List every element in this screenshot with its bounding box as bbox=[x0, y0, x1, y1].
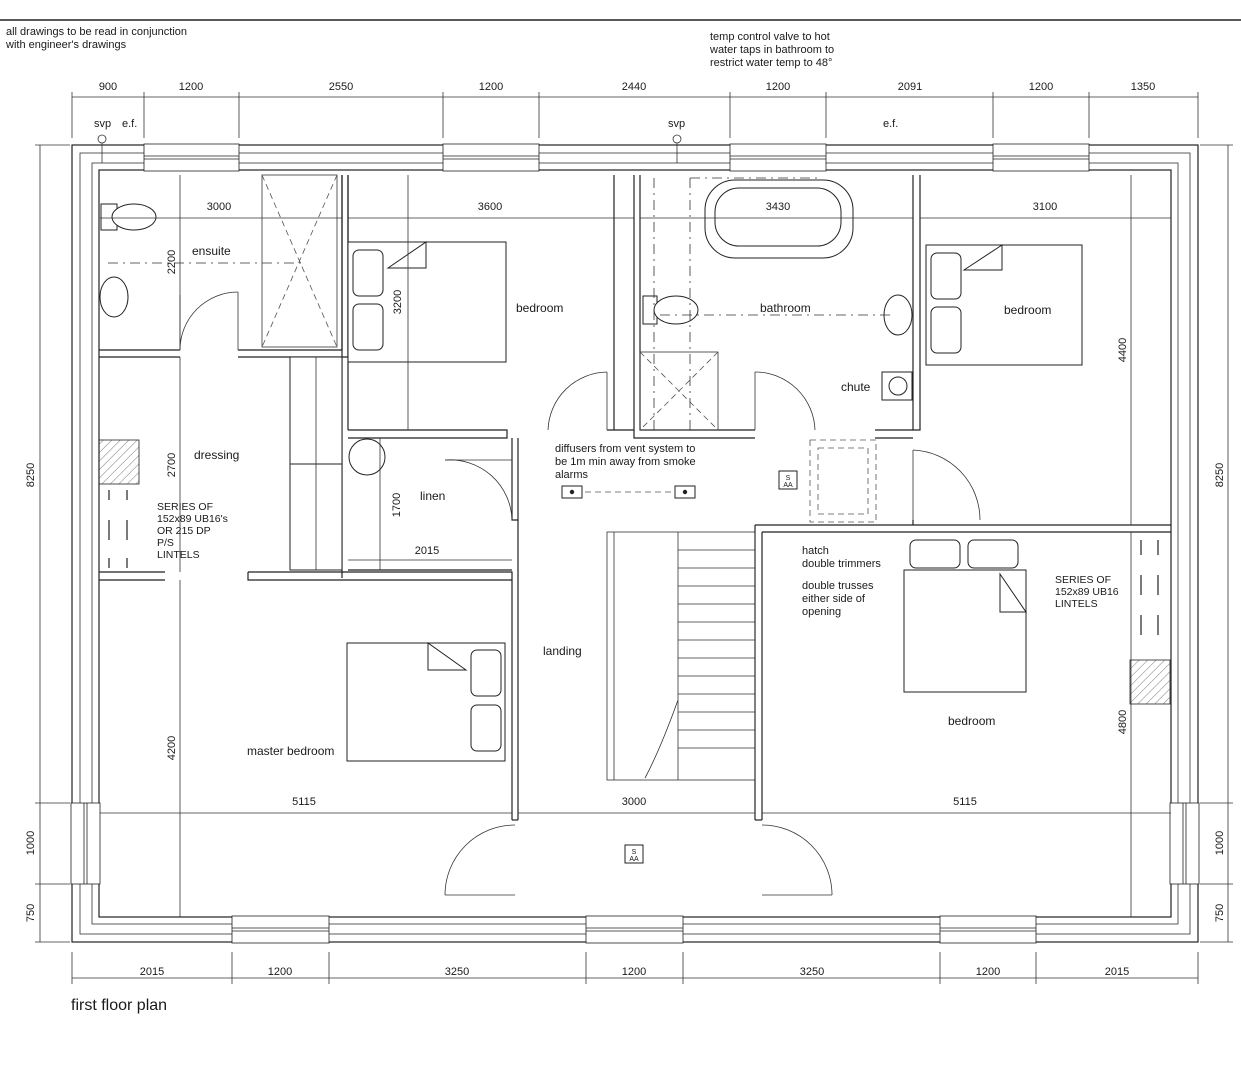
dim-bedroom-ne-h: 4400 bbox=[1117, 338, 1129, 362]
right-dim-1: 8250 bbox=[1214, 463, 1226, 487]
room-chute: chute bbox=[841, 380, 871, 394]
svp-markers: svp e.f. svp e.f. bbox=[94, 118, 898, 163]
left-dim-3: 750 bbox=[25, 904, 37, 922]
hatch-note: hatch double trimmers bbox=[802, 545, 881, 570]
smoke-alarm-letter-top-2: S bbox=[632, 849, 637, 856]
dim-bedroom-nw-w: 3600 bbox=[478, 201, 502, 213]
top-dim-5: 2440 bbox=[622, 81, 646, 93]
left-dim-1: 8250 bbox=[25, 463, 37, 487]
room-landing: landing bbox=[543, 644, 582, 658]
top-dim-8: 1200 bbox=[1029, 81, 1053, 93]
bed-master bbox=[346, 642, 506, 762]
windows bbox=[70, 143, 1200, 944]
dim-ensuite-w: 3000 bbox=[207, 201, 231, 213]
dim-ensuite-h: 2200 bbox=[166, 250, 178, 274]
top-dim-3: 2550 bbox=[329, 81, 353, 93]
vent-diffusers bbox=[561, 485, 696, 499]
dim-master-w: 5115 bbox=[292, 796, 316, 808]
lintel-marks-left bbox=[108, 490, 128, 568]
ef-label-right: e.f. bbox=[883, 118, 898, 130]
top-dim-4: 1200 bbox=[479, 81, 503, 93]
room-dressing: dressing bbox=[194, 448, 239, 462]
bottom-dim-5: 3250 bbox=[800, 966, 824, 978]
left-dimension-line: 8250 1000 750 bbox=[25, 144, 70, 943]
left-dim-2: 1000 bbox=[25, 831, 37, 855]
room-linen: linen bbox=[420, 489, 445, 503]
bed-nw bbox=[347, 241, 507, 363]
pier-left-hatch bbox=[98, 439, 140, 485]
top-dimension-line: 900 1200 2550 1200 2440 1200 2091 1200 1… bbox=[71, 81, 1199, 138]
drawing-caption: first floor plan bbox=[71, 997, 168, 1014]
dim-landing-w: 3000 bbox=[622, 796, 646, 808]
room-ensuite: ensuite bbox=[192, 244, 231, 258]
lintels-left-note: SERIES OF 152x89 UB16's OR 215 DP P/S LI… bbox=[157, 501, 228, 561]
bottom-dim-4: 1200 bbox=[622, 966, 646, 978]
top-dim-9: 1350 bbox=[1131, 81, 1155, 93]
svp-label-centre: svp bbox=[668, 118, 685, 130]
dim-dressing-h: 2700 bbox=[166, 453, 178, 477]
top-dim-7: 2091 bbox=[898, 81, 922, 93]
smoke-alarm-icon: S AA S AA bbox=[624, 470, 798, 864]
lintels-right-note: SERIES OF 152x89 UB16 LINTELS bbox=[1055, 574, 1119, 610]
svp-label-left: svp bbox=[94, 118, 111, 130]
right-dim-2: 1000 bbox=[1214, 831, 1226, 855]
room-bedroom-nw: bedroom bbox=[516, 301, 563, 315]
bottom-dimension-line: 2015 1200 3250 1200 3250 1200 2015 bbox=[71, 952, 1199, 984]
top-dim-1: 900 bbox=[99, 81, 117, 93]
centre-lines bbox=[108, 177, 890, 493]
pier-right-hatch bbox=[1129, 659, 1171, 705]
bottom-dim-7: 2015 bbox=[1105, 966, 1129, 978]
right-dim-3: 750 bbox=[1214, 904, 1226, 922]
right-dimension-line: 8250 1000 750 bbox=[1200, 144, 1233, 943]
room-bathroom: bathroom bbox=[760, 301, 811, 315]
bed-ne bbox=[925, 244, 1083, 366]
trusses-note: double trusses either side of opening bbox=[802, 580, 874, 618]
dim-linen-h: 1700 bbox=[391, 493, 403, 517]
dim-bedroom-ne-w: 3100 bbox=[1033, 201, 1057, 213]
top-dim-6: 1200 bbox=[766, 81, 790, 93]
smoke-alarm-letter-top: S bbox=[786, 475, 791, 482]
bottom-dim-2: 1200 bbox=[268, 966, 292, 978]
bottom-dim-3: 3250 bbox=[445, 966, 469, 978]
dim-bathroom-w: 3430 bbox=[766, 201, 790, 213]
dim-master-h: 4200 bbox=[166, 736, 178, 760]
room-bedroom-ne: bedroom bbox=[1004, 303, 1051, 317]
dim-bedroom-se-h: 4800 bbox=[1117, 710, 1129, 734]
smoke-alarm-letter-bottom-2: AA bbox=[629, 856, 639, 863]
dim-bedroom-se-w: 5115 bbox=[953, 796, 977, 808]
bottom-dim-6: 1200 bbox=[976, 966, 1000, 978]
staircase bbox=[606, 531, 756, 781]
valve-note: temp control valve to hot water taps in … bbox=[710, 31, 835, 69]
internal-dimension-lines bbox=[100, 175, 1171, 917]
dim-bedroom-nw-h: 3200 bbox=[392, 290, 404, 314]
smoke-alarm-letter-bottom: AA bbox=[783, 482, 793, 489]
room-master-bedroom: master bedroom bbox=[247, 744, 334, 758]
dim-linen-w: 2015 bbox=[415, 545, 439, 557]
lintel-marks-right bbox=[1140, 540, 1159, 635]
general-note: all drawings to be read in conjunction w… bbox=[6, 26, 188, 51]
bed-se bbox=[903, 539, 1027, 693]
diffusers-note: diffusers from vent system to be 1m min … bbox=[555, 443, 696, 481]
bottom-dim-1: 2015 bbox=[140, 966, 164, 978]
loft-hatch bbox=[809, 439, 877, 523]
top-dim-2: 1200 bbox=[179, 81, 203, 93]
ef-label-left: e.f. bbox=[122, 118, 137, 130]
room-bedroom-se: bedroom bbox=[948, 714, 995, 728]
